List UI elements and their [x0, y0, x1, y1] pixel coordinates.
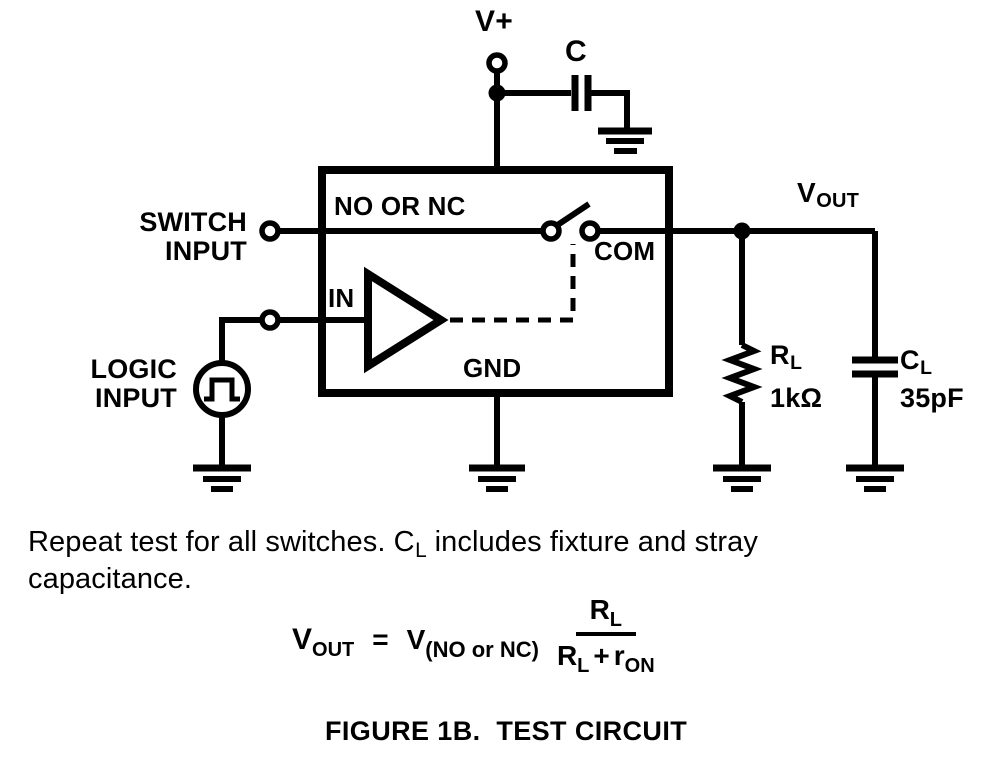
switch-control-dashed-line — [450, 244, 576, 323]
formula-denominator: RL+rON — [556, 636, 655, 677]
ground-icon-bypass — [598, 127, 652, 154]
in-pin-label: IN — [328, 283, 355, 313]
formula-den-r2-sub: ON — [624, 655, 655, 677]
rl-label: RL — [770, 340, 802, 373]
formula-den-r1: R — [556, 640, 578, 671]
formula-rhs: V(NO or NC) — [406, 624, 539, 662]
ground-icon-rl — [713, 464, 771, 492]
switch-pole-contact-icon — [540, 220, 562, 242]
switch-input-terminal-icon — [259, 220, 281, 242]
com-pin-label: COM — [594, 236, 656, 266]
formula-num-sub: L — [609, 609, 623, 631]
vout-label-base: V — [797, 177, 816, 208]
driver-triangle-icon — [364, 266, 449, 374]
gnd-pin-label: GND — [463, 353, 522, 383]
formula-lhs-base: V — [292, 623, 313, 656]
ground-icon-logic — [193, 464, 251, 492]
v-plus-label: V+ — [475, 5, 513, 38]
rl-label-base: R — [770, 340, 790, 370]
formula-numerator: RL — [575, 592, 637, 636]
note-line1-pre: Repeat test for all switches. C — [28, 526, 415, 558]
output-formula: VOUT = V(NO or NC) RL RL+rON — [292, 586, 655, 678]
cl-label-base: C — [900, 345, 920, 375]
resistor-zigzag-icon — [721, 342, 763, 405]
formula-rhs-sub: (NO or NC) — [425, 636, 539, 662]
pulse-waveform-icon — [204, 377, 240, 402]
v-plus-terminal-icon — [486, 52, 508, 74]
formula-den-plus: + — [593, 640, 610, 671]
ground-icon-gnd — [469, 464, 525, 492]
note-text: Repeat test for all switches. CL include… — [28, 525, 758, 596]
note-line1-post: includes fixture and stray — [426, 526, 758, 558]
formula-num-base: R — [589, 594, 610, 625]
cl-value-label: 35pF — [900, 383, 964, 413]
rl-label-sub: L — [790, 352, 803, 375]
formula-lhs: VOUT — [292, 623, 354, 661]
vout-label: VOUT — [797, 177, 859, 212]
cl-label: CL — [900, 345, 932, 378]
logic-input-label: LOGIC INPUT — [57, 355, 177, 413]
note-line1-sub: L — [415, 538, 427, 562]
switch-input-label-line2: INPUT — [165, 236, 247, 266]
switch-input-label-line1: SWITCH — [139, 207, 247, 237]
note-line2: capacitance. — [28, 563, 193, 595]
formula-equals: = — [372, 624, 389, 655]
switch-lever-icon — [554, 201, 591, 229]
note-line1: Repeat test for all switches. CL include… — [28, 525, 758, 562]
device-box — [318, 166, 673, 397]
formula-rhs-base: V — [406, 624, 426, 655]
vout-label-sub: OUT — [816, 190, 860, 213]
logic-input-terminal-icon — [259, 309, 281, 331]
ground-icon-cl — [846, 464, 904, 492]
formula-fraction: RL RL+rON — [556, 592, 655, 677]
formula-den-r1-sub: L — [577, 655, 590, 677]
figure-caption: FIGURE 1B. TEST CIRCUIT — [325, 716, 688, 746]
bypass-cap-ground-wire — [591, 90, 630, 131]
logic-input-label-line2: INPUT — [95, 383, 177, 413]
switch-input-label: SWITCH INPUT — [87, 208, 247, 266]
rl-value-label: 1kΩ — [770, 383, 823, 413]
formula-lhs-sub: OUT — [312, 639, 355, 661]
bypass-cap-label: C — [565, 35, 587, 68]
logic-input-label-line1: LOGIC — [90, 354, 177, 384]
cl-label-sub: L — [920, 357, 933, 380]
pulse-source-icon — [193, 360, 251, 418]
formula-den-r2: r — [613, 640, 625, 671]
no-or-nc-pin-label: NO OR NC — [334, 191, 466, 221]
